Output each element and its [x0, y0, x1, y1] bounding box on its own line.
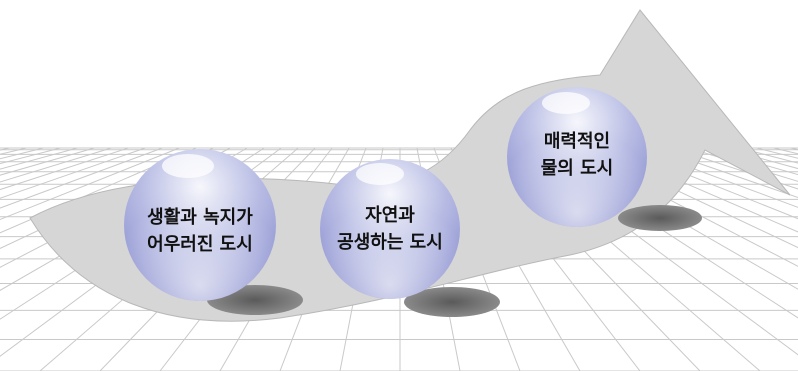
- sphere-shadow-3: [618, 205, 702, 231]
- sphere-3-line-2: 물의 도시: [540, 158, 614, 179]
- sphere-1-line-2: 어우러진 도시: [147, 234, 253, 255]
- sphere-1-line-1: 생활과 녹지가: [147, 207, 253, 228]
- sphere-label-3: 매력적인 물의 도시: [507, 128, 647, 182]
- sphere-label-2: 자연과 공생하는 도시: [320, 202, 460, 256]
- sphere-shadow-2: [404, 287, 500, 317]
- sphere-label-1: 생활과 녹지가 어우러진 도시: [130, 204, 270, 258]
- sphere-2-line-1: 자연과: [365, 205, 415, 226]
- sphere-1: [124, 149, 276, 301]
- sphere-3: [507, 87, 647, 227]
- sphere-2: [320, 159, 460, 299]
- sphere-2-line-2: 공생하는 도시: [337, 232, 443, 253]
- sphere-3-line-1: 매력적인: [543, 131, 611, 152]
